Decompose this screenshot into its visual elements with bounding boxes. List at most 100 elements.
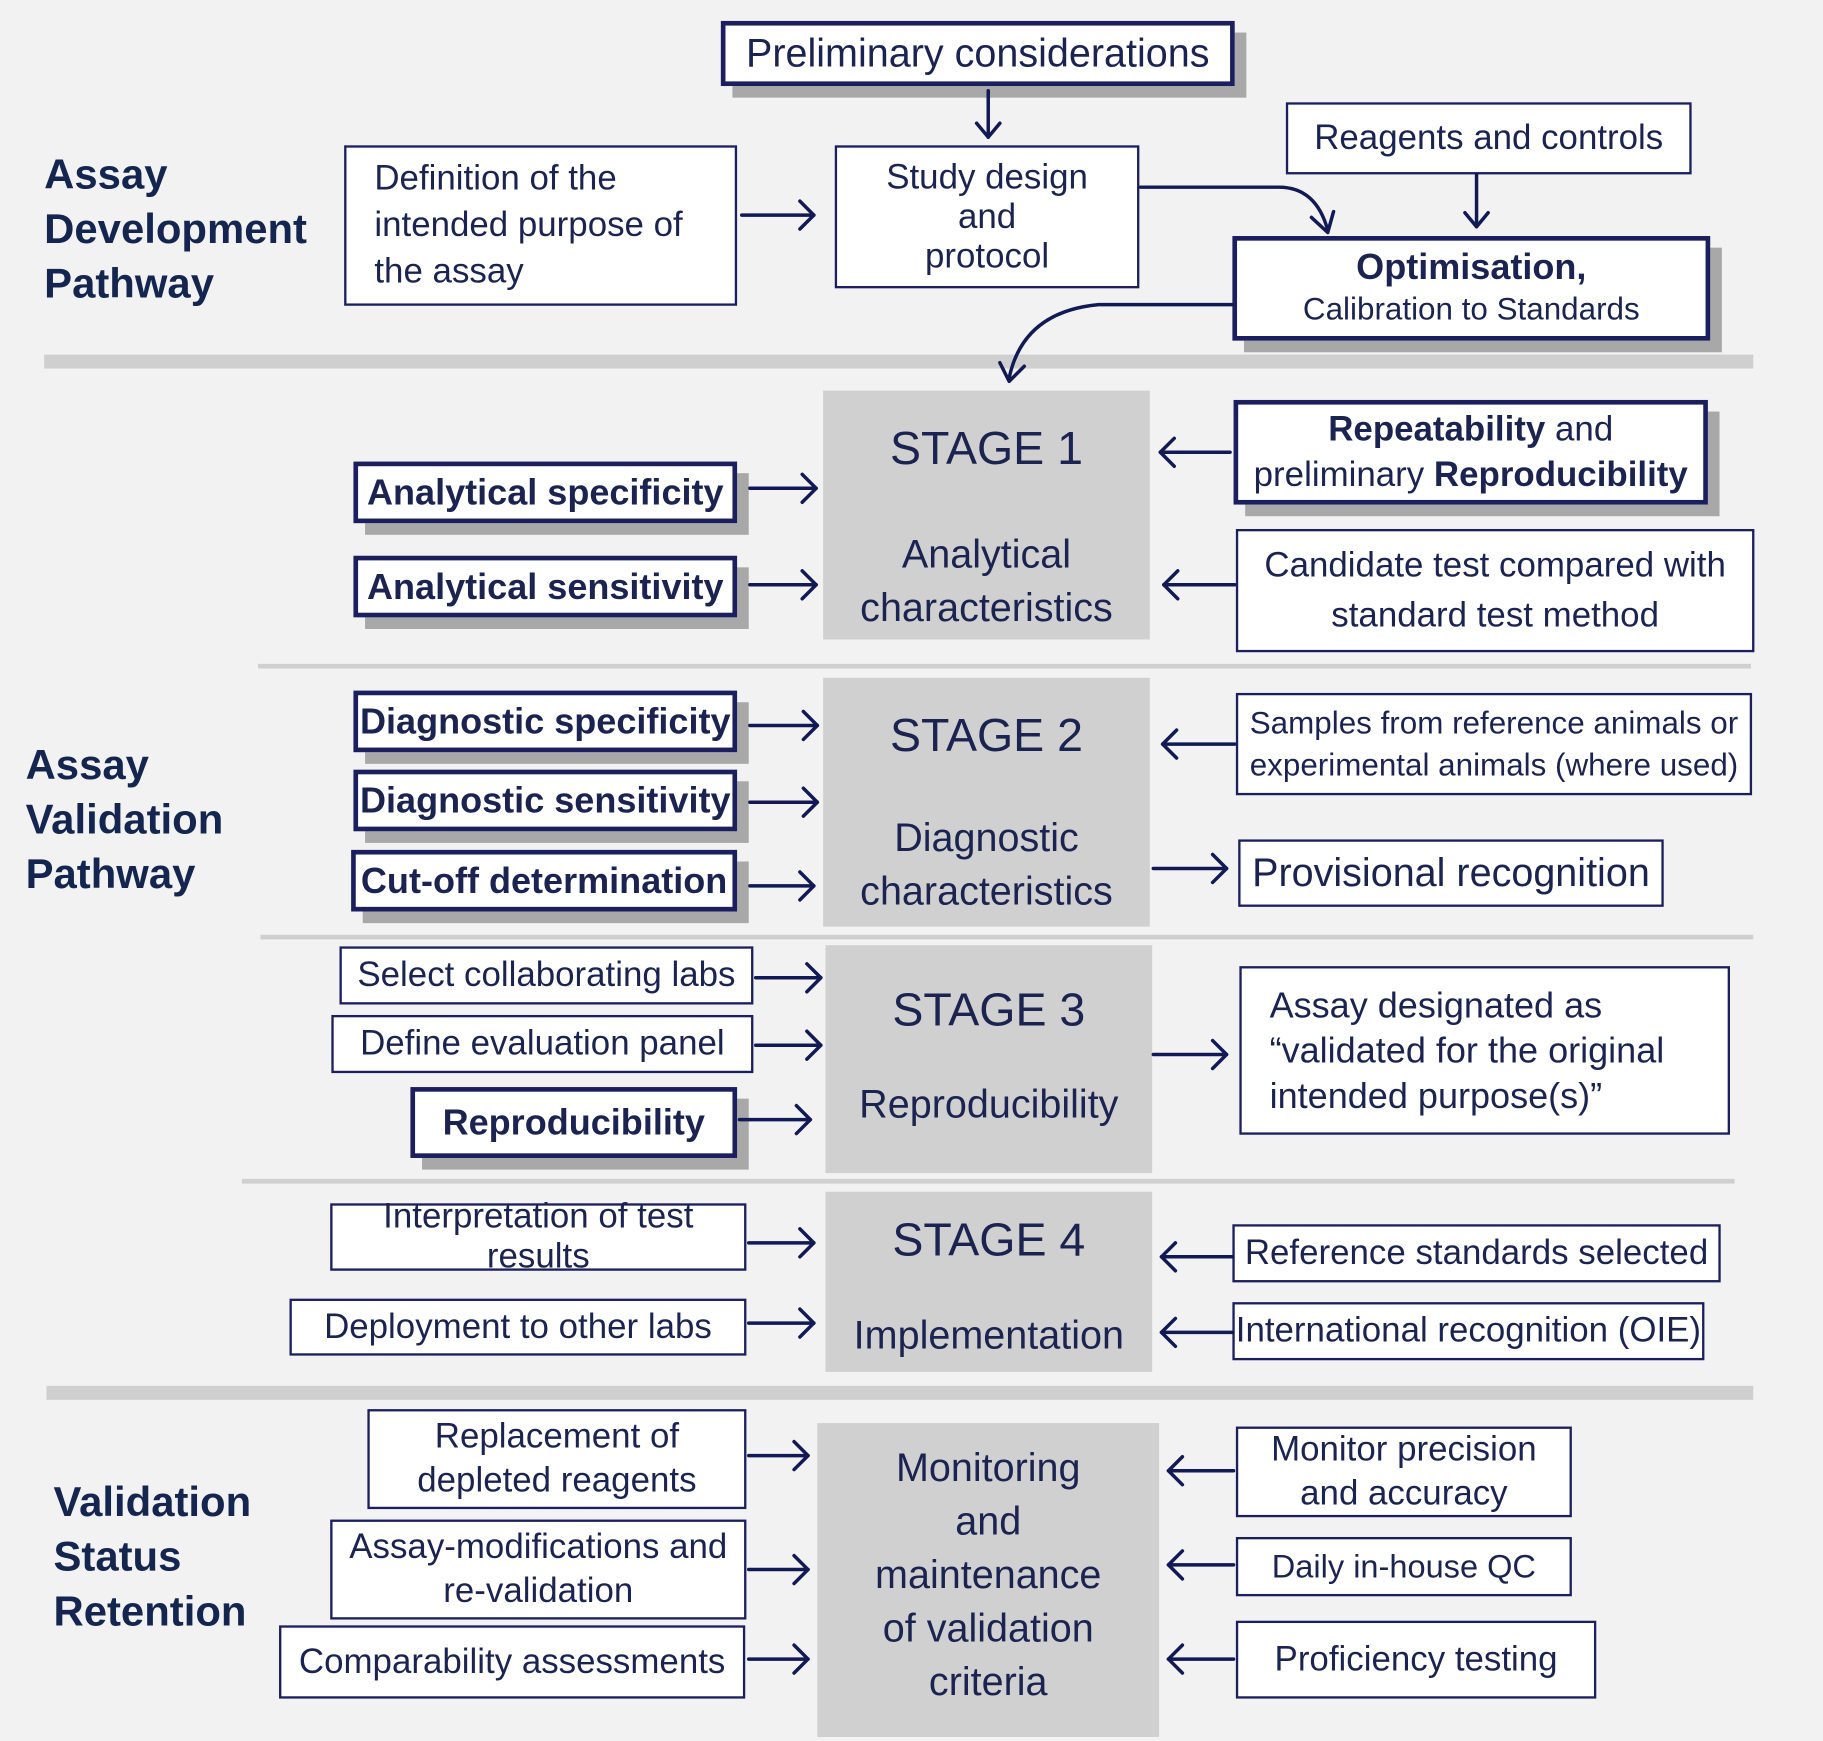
arrow-collaborating-labs: [753, 962, 823, 994]
intended-purpose-line: intended purpose of: [374, 205, 683, 245]
intended-purpose-box: Definition of the intended purpose of th…: [344, 145, 738, 306]
arrow-diagnostic-specificity: [748, 709, 820, 742]
assay-modifications-line: re-validation: [443, 1571, 634, 1611]
replacement-reagents-line: depleted reagents: [417, 1461, 697, 1500]
daily-qc-box: Daily in-house QC: [1235, 1536, 1572, 1597]
arrow-monitor-precision: [1166, 1455, 1236, 1487]
label-line: Status: [53, 1532, 182, 1581]
reproducibility-line: preliminary Reproducibility: [1254, 452, 1688, 497]
evaluation-panel-text: Define evaluation panel: [360, 1024, 725, 1063]
assay-designated-line: Assay designated as: [1269, 984, 1603, 1026]
replacement-reagents-box: Replacement of depleted reagents: [367, 1409, 747, 1510]
repeatability-and: and: [1545, 410, 1614, 449]
monitor-precision-box: Monitor precision and accuracy: [1235, 1426, 1572, 1518]
replacement-reagents-line: Replacement of: [434, 1417, 680, 1456]
reproducibility-text: Reproducibility: [442, 1101, 705, 1143]
comparability-text: Comparability assessments: [298, 1642, 726, 1681]
comparability-box: Comparability assessments: [279, 1625, 746, 1699]
analytical-specificity-text: Analytical specificity: [366, 471, 724, 513]
stage-1-title: STAGE 1: [889, 423, 1083, 475]
label-line: Validation: [25, 795, 224, 843]
proficiency-text: Proficiency testing: [1274, 1639, 1558, 1679]
monitoring-text: Monitoring and maintenance of validation…: [817, 1442, 1159, 1709]
proficiency-box: Proficiency testing: [1235, 1620, 1597, 1699]
arrow-assay-modifications: [746, 1553, 810, 1586]
arrow-analytical-specificity: [748, 472, 818, 505]
stage-2-subtitle-line: Diagnostic: [894, 816, 1079, 861]
arrow-diagnostic-sensitivity: [748, 786, 820, 818]
assay-modifications-box: Assay-modifications and re-validation: [330, 1519, 747, 1620]
stage-1-block: STAGE 1 Analytical characteristics: [823, 390, 1150, 640]
stage-4-subtitle: Implementation: [853, 1313, 1124, 1358]
arrow-daily-qc: [1166, 1549, 1236, 1581]
repeatability-bold: Repeatability: [1328, 410, 1546, 449]
study-design-line: protocol: [925, 236, 1050, 275]
assay-designated-box: Assay designated as “validated for the o…: [1239, 966, 1730, 1135]
reference-samples-line: Samples from reference animals or: [1249, 705, 1739, 741]
stage-1-subtitle-line: characteristics: [860, 585, 1113, 631]
repeatability-box: Repeatability and preliminary Reproducib…: [1233, 399, 1708, 505]
candidate-test-line: Candidate test compared with: [1264, 546, 1726, 585]
stage-3-block: STAGE 3 Reproducibility: [825, 945, 1153, 1174]
validation-pathway-label: Assay Validation Pathway: [26, 737, 224, 901]
international-recognition-text: International recognition (OIE): [1235, 1311, 1702, 1350]
monitoring-line: maintenance: [875, 1553, 1102, 1598]
label-line: Pathway: [44, 259, 214, 307]
assay-designated-line: intended purpose(s)”: [1269, 1075, 1603, 1117]
stage-4-block: STAGE 4 Implementation: [825, 1191, 1153, 1372]
reagents-controls-box: Reagents and controls: [1285, 102, 1692, 175]
stage-2-subtitle: Diagnostic characteristics: [823, 812, 1150, 919]
deployment-box: Deployment to other labs: [289, 1298, 747, 1356]
study-design-box: Study design and protocol: [834, 145, 1140, 289]
intended-purpose-line: Definition of the: [374, 159, 617, 198]
development-pathway-label: Assay Development Pathway: [44, 146, 307, 310]
provisional-recognition-box: Provisional recognition: [1238, 839, 1664, 907]
analytical-specificity-box: Analytical specificity: [353, 461, 738, 524]
reference-samples-line: experimental animals (where used): [1249, 747, 1739, 783]
reagents-controls-text: Reagents and controls: [1314, 118, 1664, 157]
international-recognition-box: International recognition (OIE): [1232, 1302, 1705, 1361]
arrow-international-recognition: [1159, 1316, 1235, 1349]
diagnostic-specificity-text: Diagnostic specificity: [359, 700, 731, 742]
reference-samples-box: Samples from reference animals or experi…: [1235, 692, 1753, 796]
monitor-precision-line: and accuracy: [1300, 1474, 1508, 1513]
provisional-recognition-text: Provisional recognition: [1252, 850, 1650, 895]
preliminary-word: preliminary: [1253, 455, 1434, 495]
arrow-purpose-to-study: [740, 199, 816, 231]
label-line: Assay: [25, 740, 149, 789]
monitoring-line: and: [955, 1499, 1022, 1544]
arrow-reagents-to-optimisation: [1463, 172, 1490, 229]
study-design-line: and: [957, 197, 1017, 236]
arrow-evaluation-panel: [753, 1029, 823, 1061]
intended-purpose-line: the assay: [374, 252, 524, 291]
collaborating-labs-box: Select collaborating labs: [339, 946, 754, 1005]
optimisation-subtitle: Calibration to Standards: [1302, 291, 1640, 327]
cutoff-determination-text: Cut-off determination: [360, 859, 728, 901]
analytical-sensitivity-text: Analytical sensitivity: [366, 565, 724, 607]
monitor-precision-line: Monitor precision: [1271, 1430, 1537, 1469]
stage-2-title: STAGE 2: [889, 710, 1083, 762]
stage-4-title: STAGE 4: [892, 1214, 1086, 1267]
monitoring-line: criteria: [928, 1660, 1048, 1705]
status-retention-label: Validation Status Retention: [53, 1474, 251, 1638]
stage-1-subtitle: Analytical characteristics: [823, 528, 1150, 635]
arrow-replacement-reagents: [746, 1439, 810, 1472]
arrow-reproducibility: [737, 1103, 813, 1136]
label-line: Pathway: [25, 849, 196, 898]
arrow-proficiency: [1166, 1643, 1236, 1675]
arrow-reference-samples: [1160, 728, 1237, 760]
stage-1-subtitle-line: Analytical: [901, 532, 1072, 577]
diagnostic-sensitivity-text: Diagnostic sensitivity: [359, 779, 731, 821]
reproducibility-bold: Reproducibility: [1433, 455, 1688, 495]
cutoff-determination-box: Cut-off determination: [351, 849, 738, 912]
divider-stage3-4: [241, 1178, 1735, 1184]
reproducibility-box: Reproducibility: [410, 1087, 738, 1158]
arrow-analytical-sensitivity: [748, 569, 818, 601]
daily-qc-text: Daily in-house QC: [1271, 1548, 1536, 1585]
arrow-assay-designated: [1151, 1038, 1229, 1071]
arrow-provisional-recognition: [1151, 852, 1229, 885]
divider-development: [44, 354, 1754, 369]
candidate-test-line: standard test method: [1331, 596, 1659, 635]
study-design-line: Study design: [886, 157, 1088, 196]
